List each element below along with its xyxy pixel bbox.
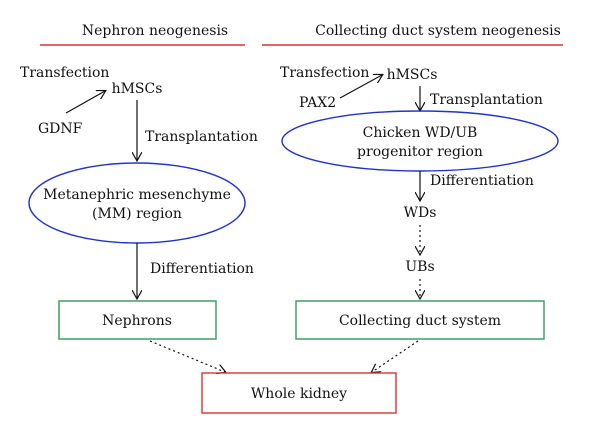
left-gdnf-label: GDNF — [38, 121, 83, 137]
nephrons-label: Nephrons — [102, 313, 172, 329]
whole-kidney-box — [201, 372, 397, 414]
right-differentiation-label: Differentiation — [430, 173, 534, 189]
left-differentiation-label: Differentiation — [150, 261, 254, 277]
right-transplantation-label: Transplantation — [430, 92, 543, 108]
mm-region-label-line1: Metanephric mesenchyme — [43, 187, 231, 203]
wds-label: WDs — [404, 205, 437, 221]
right-hmscs-label: hMSCs — [387, 67, 438, 83]
wd-ub-region-label-line1: Chicken WD/UB — [363, 125, 478, 141]
heading-collecting-duct-neogenesis: Collecting duct system neogenesis — [315, 23, 561, 39]
nephrons-box — [58, 300, 217, 340]
heading-nephron-neogenesis: Nephron neogenesis — [82, 23, 228, 39]
left-transplantation-label: Transplantation — [145, 129, 258, 145]
wd-ub-region-label-line2: progenitor region — [357, 144, 483, 160]
collecting-duct-system-label: Collecting duct system — [339, 313, 501, 329]
left-transfection-arrow — [65, 91, 105, 114]
left-hmscs-label: hMSCs — [112, 81, 163, 97]
wd-ub-progenitor-ellipse — [281, 110, 559, 172]
ubs-label: UBs — [405, 259, 434, 275]
collecting-duct-system-box — [295, 300, 545, 340]
right-transfection-label: Transfection — [280, 65, 369, 81]
mm-region-ellipse — [28, 162, 246, 244]
left-transfection-label: Transfection — [20, 65, 109, 81]
right-pax2-label: PAX2 — [299, 95, 336, 111]
nephrons-to-kidney-arrow — [149, 340, 225, 372]
collecting-to-kidney-arrow — [372, 340, 419, 372]
mm-region-label-line2: (MM) region — [92, 206, 182, 222]
whole-kidney-label: Whole kidney — [251, 386, 347, 402]
right-transfection-arrow — [339, 75, 382, 99]
